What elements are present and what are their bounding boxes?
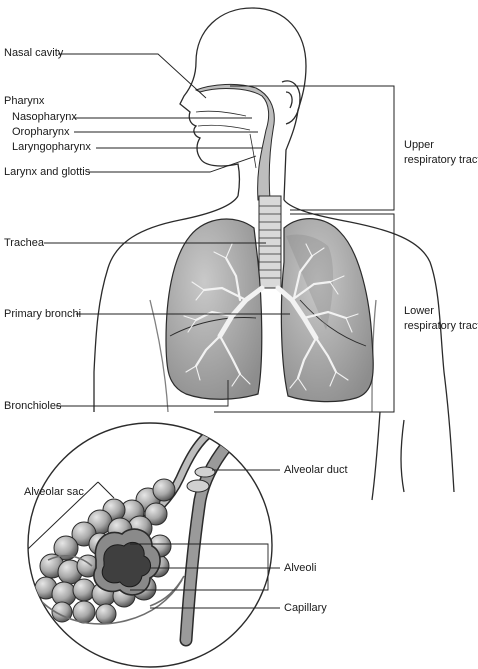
label-pharynx: Pharynx bbox=[4, 95, 45, 107]
label-lower-tract-line1: Lower bbox=[404, 305, 434, 317]
label-lower-tract-line2: respiratory tract bbox=[404, 320, 478, 332]
upper-airway bbox=[194, 83, 275, 201]
label-alveolar-duct: Alveolar duct bbox=[284, 464, 348, 476]
label-upper-tract-line2: respiratory tract bbox=[404, 154, 478, 166]
label-laryngopharynx: Laryngopharynx bbox=[12, 141, 91, 153]
label-oropharynx: Oropharynx bbox=[12, 126, 70, 138]
leader-bronchioles bbox=[56, 380, 229, 407]
region-brackets bbox=[214, 85, 395, 413]
leader-nasal-cavity bbox=[58, 53, 207, 99]
label-primary-bronchi: Primary bronchi bbox=[4, 308, 82, 320]
label-upper-tract-line1: Upper bbox=[404, 139, 434, 151]
leader-alveoli bbox=[130, 543, 280, 591]
label-bronchioles: Bronchioles bbox=[4, 400, 62, 412]
alveoli-magnified-view bbox=[27, 422, 273, 668]
label-alveoli: Alveoli bbox=[284, 562, 317, 574]
body-silhouette bbox=[93, 7, 455, 501]
label-nasopharynx: Nasopharynx bbox=[12, 111, 77, 123]
lungs bbox=[165, 218, 374, 403]
leader-lines bbox=[44, 53, 290, 609]
leader-larynx-glottis bbox=[88, 155, 257, 173]
label-nasal-cavity: Nasal cavity bbox=[4, 47, 64, 59]
label-alveolar-sac: Alveolar sac bbox=[24, 486, 84, 498]
label-trachea: Trachea bbox=[4, 237, 44, 249]
left-lung bbox=[280, 218, 374, 403]
trachea-shape bbox=[258, 195, 282, 289]
label-larynx-glottis: Larynx and glottis bbox=[4, 166, 91, 178]
label-capillary: Capillary bbox=[284, 602, 327, 614]
right-lung bbox=[165, 218, 263, 400]
bronchial-tree bbox=[183, 243, 359, 391]
